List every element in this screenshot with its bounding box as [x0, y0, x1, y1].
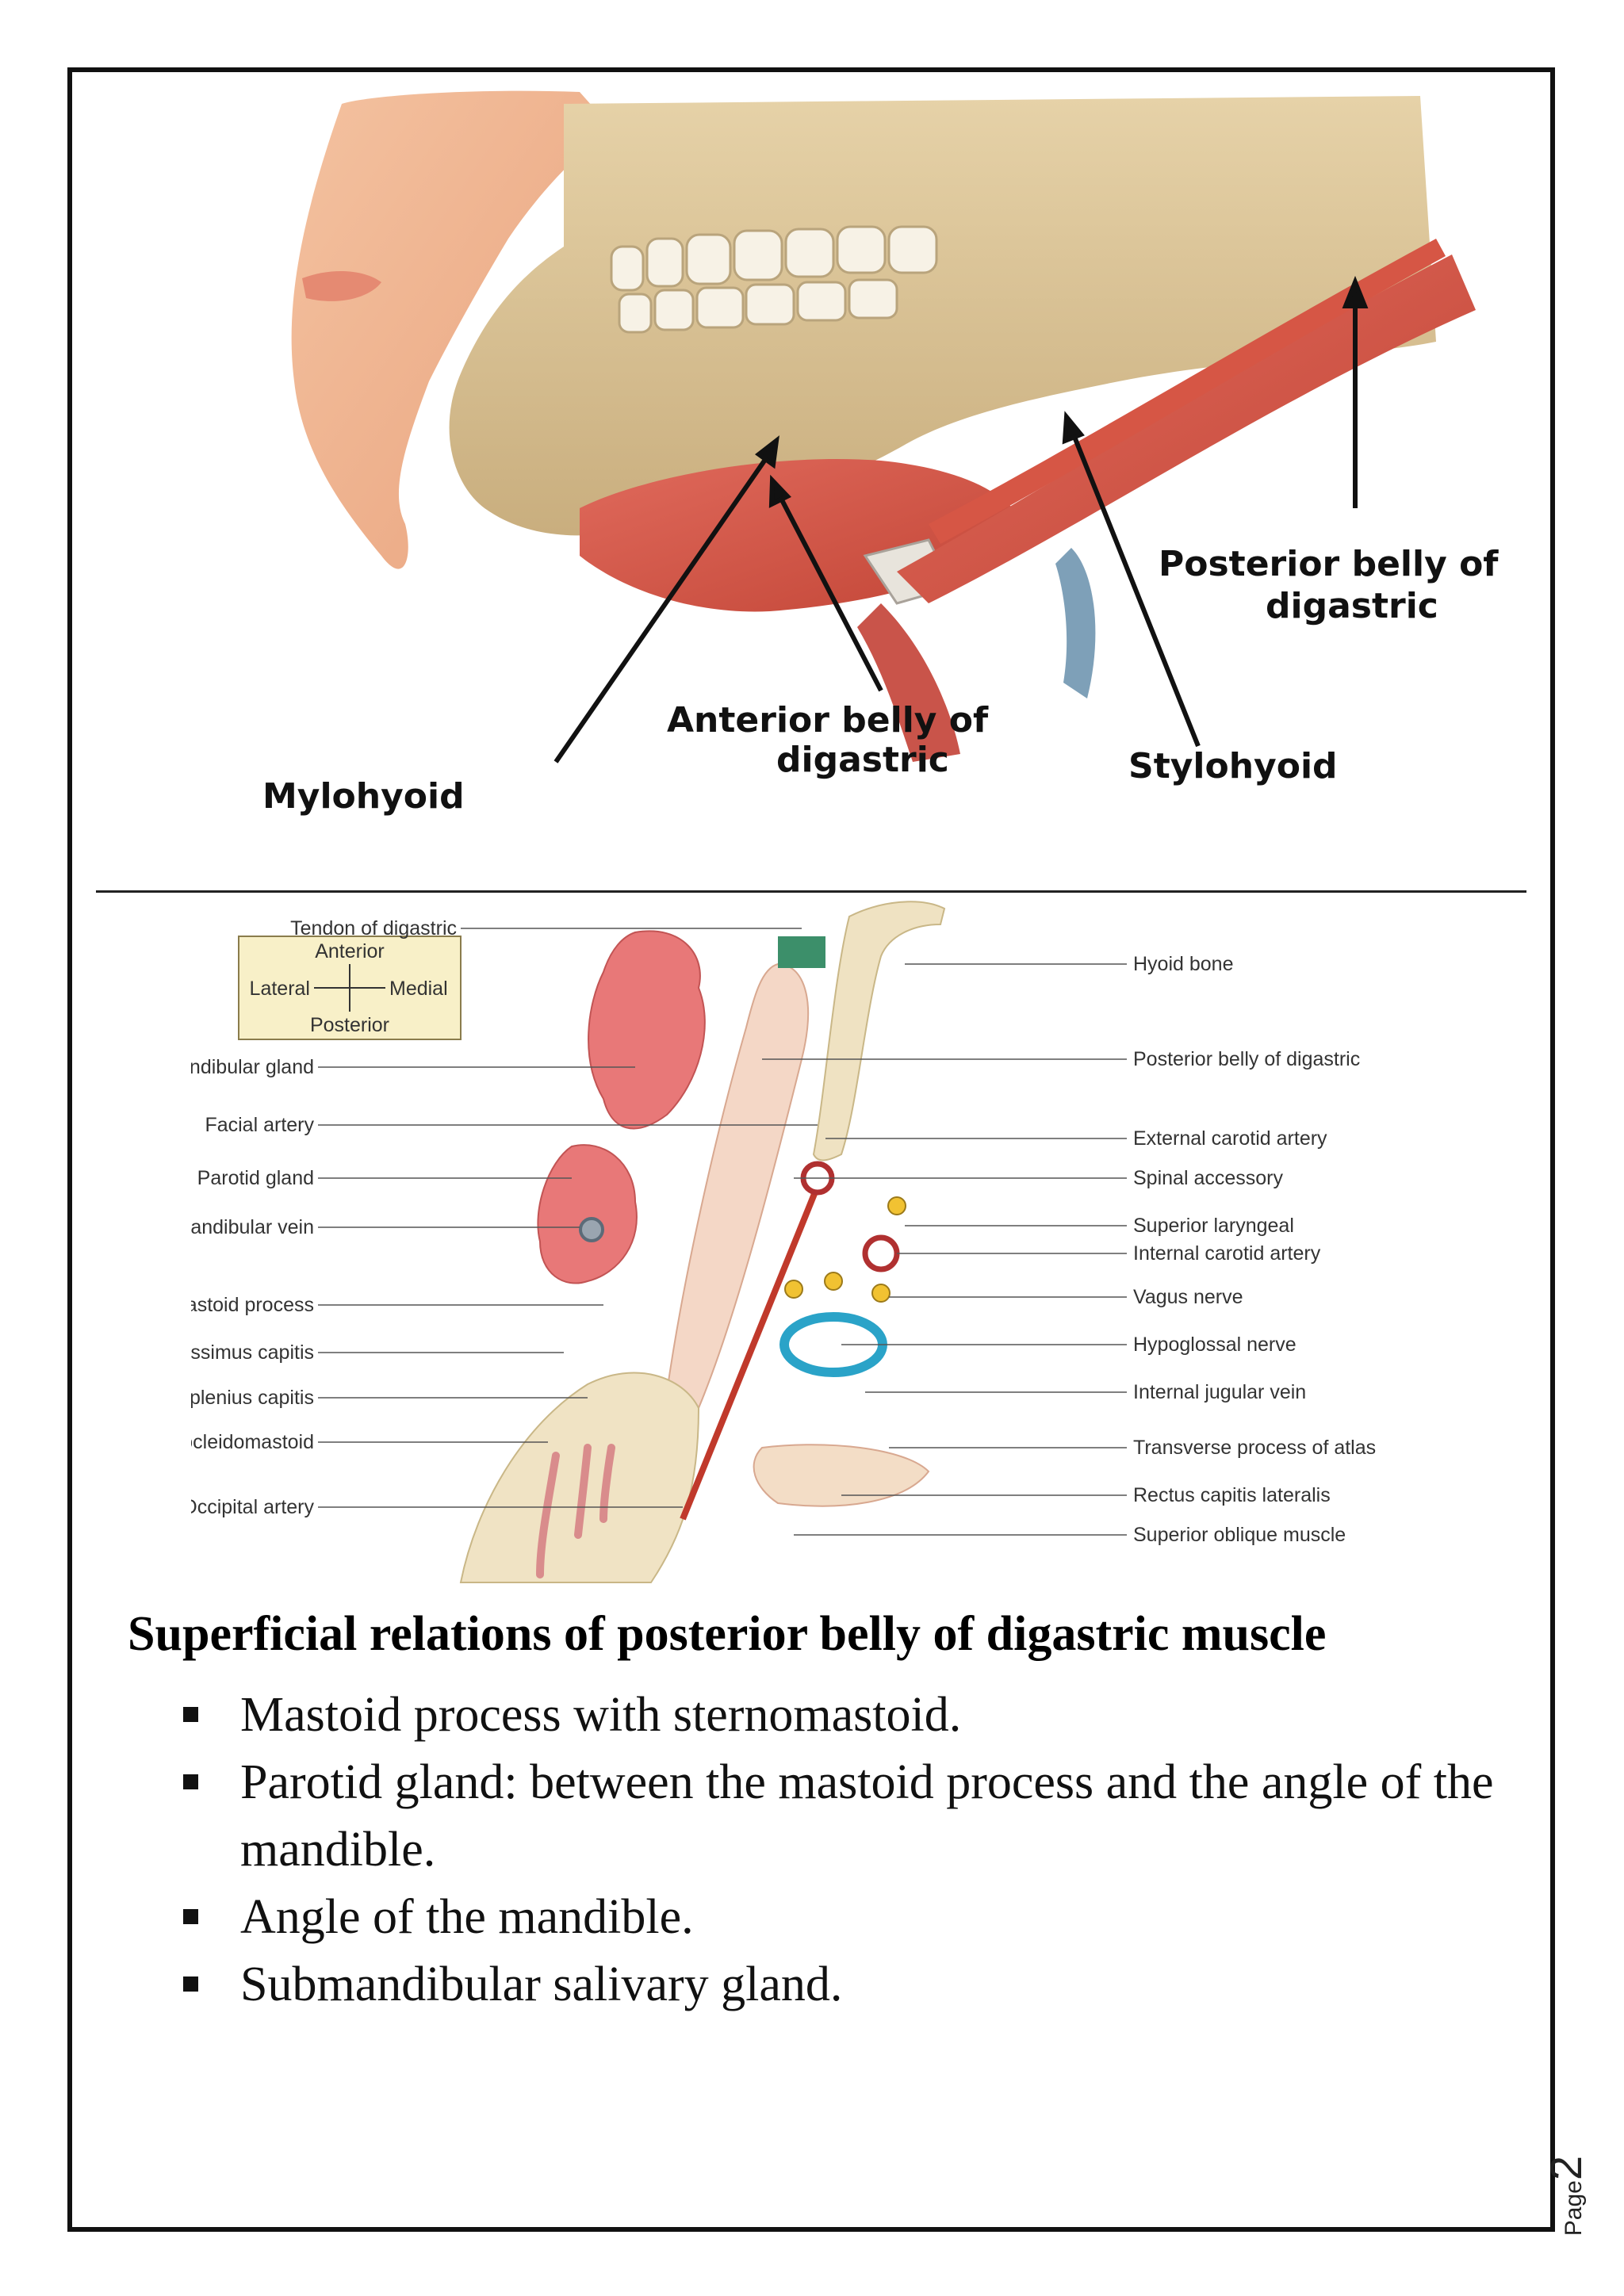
lips [302, 270, 381, 301]
list-item: Submandibular salivary gland. [183, 1951, 1515, 2019]
anterior-belly-pointer [776, 491, 883, 692]
page-frame: Posterior belly of digastric Anterior be… [67, 67, 1591, 2236]
label-occipital-artery: Occipital artery [191, 1496, 314, 1518]
section-heading: Superficial relations of posterior belly… [128, 1607, 1327, 1661]
internal-carotid-shape [862, 1234, 900, 1272]
teeth [610, 225, 938, 334]
superior-laryngeal-nerve-shape [887, 1196, 906, 1215]
face-skin [291, 90, 611, 569]
page-label: Page [1561, 2180, 1587, 2237]
label-hyoid-bone: Hyoid bone [1133, 953, 1233, 975]
mastoid-process-shape [459, 1372, 700, 1583]
retromandibular-vein-shape [579, 1217, 604, 1242]
spinal-accessory-nerve-shape [784, 1280, 803, 1299]
list-item-text: Submandibular salivary gland. [240, 1957, 843, 2011]
bullet-square-icon [183, 1909, 198, 1924]
orientation-anterior: Anterior [315, 940, 385, 962]
mandible-bone [449, 96, 1436, 536]
digastric-tendon-shape [778, 936, 825, 968]
digastric-relations-diagram: Anterior Posterior Lateral Medial [191, 901, 1376, 1583]
label-longissimus-capitis: Longissimus capitis [191, 1341, 314, 1364]
bullet-square-icon [183, 1774, 198, 1789]
label-posterior-belly: Posterior belly of digastric [1133, 1048, 1360, 1070]
label-superior-oblique-muscle: Superior oblique muscle [1133, 1524, 1346, 1546]
vagus-nerve-shape [871, 1284, 891, 1303]
orientation-lateral: Lateral [250, 978, 310, 1000]
anterior-belly-label-2: digastric [776, 740, 949, 780]
label-internal-carotid-artery: Internal carotid artery [1133, 1242, 1321, 1265]
label-mastoid-process: Mastoid process [191, 1294, 314, 1316]
label-facial-artery: Facial artery [205, 1114, 314, 1136]
mylohyoid-label: Mylohyoid [262, 776, 465, 817]
orientation-medial: Medial [389, 978, 448, 1000]
label-hypoglossal-nerve: Hypoglossal nerve [1133, 1334, 1297, 1356]
figure-separator [96, 890, 1526, 893]
label-splenius-capitis: Splenius capitis [191, 1387, 314, 1409]
stylohyoid-muscle [929, 239, 1446, 544]
label-tendon-of-digastric: Tendon of digastric [290, 917, 457, 939]
list-item-text: Angle of the mandible. [240, 1890, 694, 1944]
jaw-muscles-figure: Posterior belly of digastric Anterior be… [262, 90, 1499, 817]
label-rectus-capitis-lateralis: Rectus capitis lateralis [1133, 1484, 1331, 1506]
page-number-value: 2 [1541, 2156, 1591, 2181]
orientation-box: Anterior Posterior Lateral Medial [238, 936, 462, 1040]
posterior-belly-label-1: Posterior belly of [1159, 544, 1499, 584]
label-external-carotid-artery: External carotid artery [1133, 1127, 1327, 1150]
label-internal-jugular-vein: Internal jugular vein [1133, 1381, 1306, 1403]
hypoglossal-nerve-shape [824, 1272, 843, 1291]
label-vagus-nerve: Vagus nerve [1133, 1286, 1243, 1308]
mylohyoid-pointer [553, 451, 772, 763]
label-spinal-accessory: Spinal accessory [1133, 1167, 1283, 1189]
label-retromandibular-vein: Retromandibular vein [191, 1216, 314, 1238]
submandibular-gland-shape [588, 930, 706, 1130]
list-item: Parotid gland: between the mastoid proce… [183, 1749, 1515, 1884]
stylohyoid-pointer [1069, 427, 1201, 748]
anterior-belly-label-1: Anterior belly of [667, 700, 989, 740]
list-item-text: Mastoid process with sternomastoid. [240, 1688, 962, 1742]
label-submandibular-gland: Submandibular gland [191, 1056, 314, 1078]
label-transverse-process: Transverse process of atlas [1133, 1437, 1376, 1459]
list-item: Mastoid process with sternomastoid. [183, 1682, 1515, 1749]
occipital-artery-shape [680, 1184, 821, 1521]
neck-muscle [857, 603, 960, 762]
posterior-belly-muscle [897, 254, 1476, 603]
orientation-posterior: Posterior [310, 1014, 389, 1036]
hyoid-bone-shape [812, 901, 946, 1161]
bullet-square-icon [183, 1976, 198, 1992]
larynx [1055, 548, 1096, 698]
parotid-gland-shape [537, 1144, 638, 1284]
label-superior-laryngeal: Superior laryngeal [1133, 1215, 1294, 1237]
list-item-text: Parotid gland: between the mastoid proce… [240, 1755, 1494, 1877]
transverse-process-shape [753, 1444, 930, 1507]
label-parotid-gland: Parotid gland [197, 1167, 314, 1189]
posterior-belly-label-2: digastric [1266, 586, 1438, 626]
bullet-square-icon [183, 1707, 198, 1722]
label-sternocleidomastoid: Sternocleidomastoid [191, 1431, 314, 1453]
list-item: Angle of the mandible. [183, 1884, 1515, 1951]
stylohyoid-label: Stylohyoid [1128, 746, 1338, 786]
page-number: Page2 [1540, 2156, 1591, 2236]
relations-list: Mastoid process with sternomastoid. Paro… [183, 1682, 1515, 2019]
